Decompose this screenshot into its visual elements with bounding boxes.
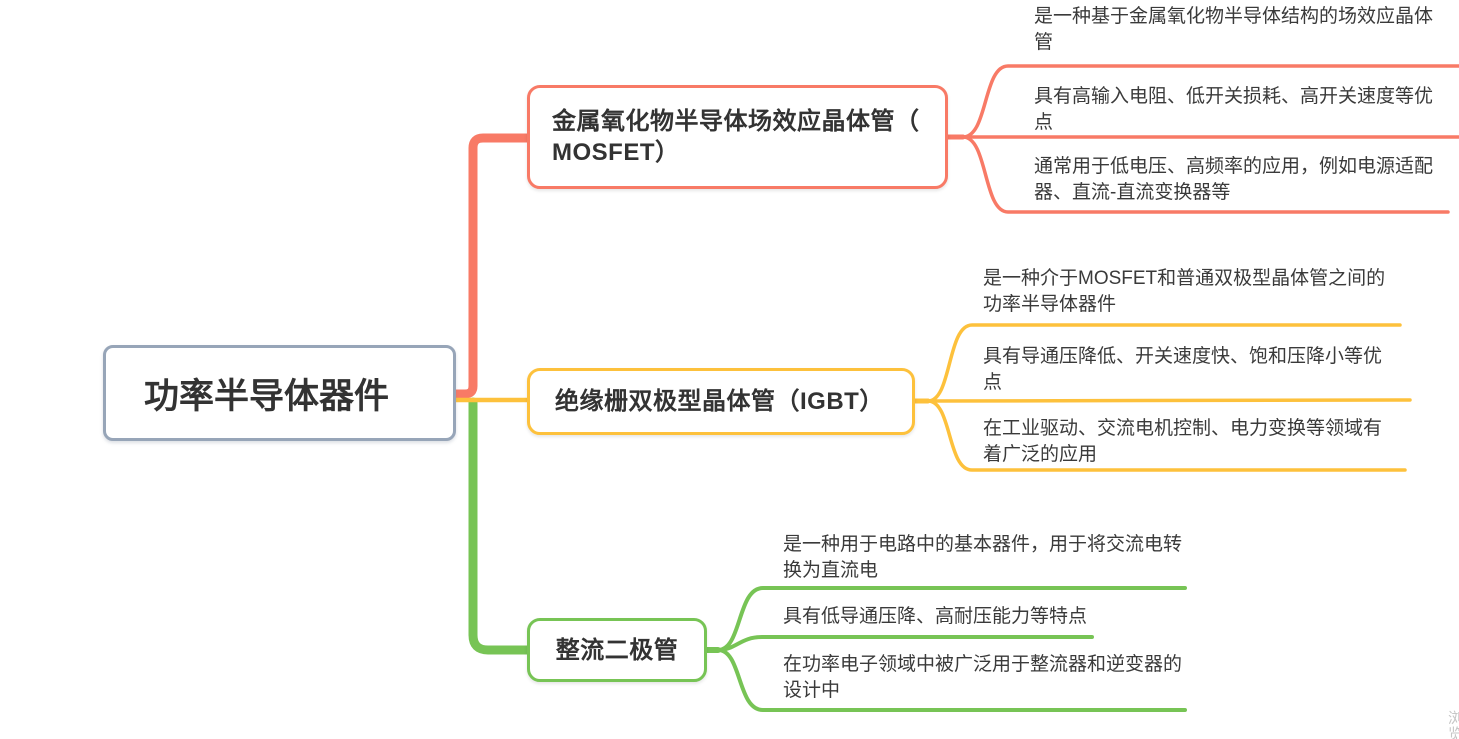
diode-leaf3-line	[716, 648, 1187, 712]
topic-diode-label: 整流二极管	[555, 636, 679, 664]
igbt-leaf2-line	[926, 398, 1412, 403]
leaf-mosfet-2[interactable]: 具有高输入电阻、低开关损耗、高开关速度等优 点	[1034, 86, 1434, 133]
watermark-text: 浏览	[1448, 710, 1459, 739]
root-label: 功率半导体器件	[143, 376, 389, 416]
topic-diode[interactable]: 整流二极管	[527, 618, 707, 682]
root-node[interactable]: 功率半导体器件	[103, 345, 456, 441]
diode-trunk-line	[468, 397, 532, 655]
mosfet-leaf3-line	[961, 135, 1450, 214]
igbt-leaf1-line	[926, 323, 1402, 403]
topic-mosfet[interactable]: 金属氧化物半导体场效应晶体管（ MOSFET）	[527, 85, 948, 189]
topic-mosfet-label: 金属氧化物半导体场效应晶体管（ MOSFET）	[552, 108, 920, 166]
leaf-mosfet-3[interactable]: 通常用于低电压、高频率的应用，例如电源适配 器、直流-直流变换器等	[1034, 156, 1434, 203]
leaf-igbt-3[interactable]: 在工业驱动、交流电机控制、电力变换等领域有 着广泛的应用	[983, 418, 1383, 465]
mosfet-trunk-line	[451, 133, 532, 399]
leaf-igbt-2[interactable]: 具有导通压降低、开关速度快、饱和压降小等优 点	[983, 346, 1383, 393]
leaf-igbt-1[interactable]: 是一种介于MOSFET和普通双极型晶体管之间的 功率半导体器件	[983, 268, 1386, 315]
mosfet-leaf1-line	[961, 64, 1459, 139]
igbt-leaf3-line	[926, 399, 1407, 472]
leaf-mosfet-1[interactable]: 是一种基于金属氧化物半导体结构的场效应晶体 管	[1034, 6, 1434, 53]
leaf-diode-1[interactable]: 是一种用于电路中的基本器件，用于将交流电转 换为直流电	[783, 534, 1183, 581]
leaf-diode-3[interactable]: 在功率电子领域中被广泛用于整流器和逆变器的 设计中	[783, 654, 1183, 701]
leaf-diode-2[interactable]: 具有低导通压降、高耐压能力等特点	[783, 606, 1088, 627]
diode-leaf2-line	[716, 635, 1094, 652]
topic-igbt[interactable]: 绝缘栅双极型晶体管（IGBT）	[527, 368, 915, 435]
topic-igbt-label: 绝缘栅双极型晶体管（IGBT）	[555, 388, 884, 415]
